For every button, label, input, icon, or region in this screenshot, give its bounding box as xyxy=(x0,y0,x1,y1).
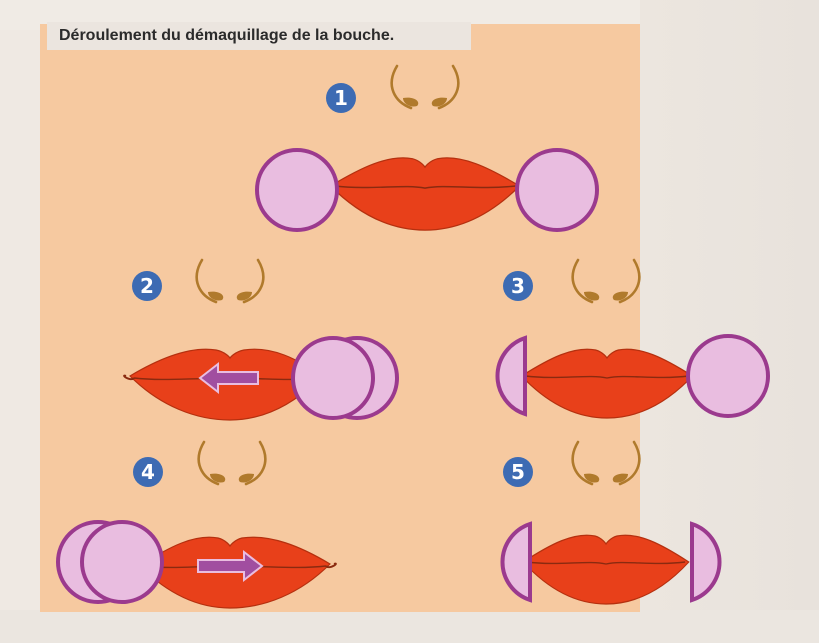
cotton-pad-icon xyxy=(692,524,720,600)
step-number: 1 xyxy=(334,86,348,110)
nose-icon xyxy=(197,260,264,302)
nose-icon xyxy=(199,442,266,484)
lips-icon xyxy=(522,349,693,418)
cotton-pad-icon xyxy=(497,338,525,414)
cotton-pad-icon xyxy=(688,336,768,416)
step-3: 3 xyxy=(497,260,768,418)
lips-icon xyxy=(523,535,689,604)
cotton-pad-icon xyxy=(517,150,597,230)
cotton-pad-icon xyxy=(502,524,530,600)
step-number: 3 xyxy=(511,274,525,298)
step-number: 2 xyxy=(140,274,154,298)
step-4: 4 xyxy=(58,442,336,608)
step-5: 5 xyxy=(502,442,719,604)
nose-icon xyxy=(573,442,640,484)
step-1: 1 xyxy=(257,66,597,230)
cotton-pad-icon xyxy=(257,150,337,230)
nose-icon xyxy=(392,66,459,108)
nose-icon xyxy=(573,260,640,302)
cotton-pad-icon xyxy=(293,338,373,418)
step-number: 4 xyxy=(141,460,155,484)
step-2: 2 xyxy=(124,260,397,420)
lips-icon xyxy=(331,158,520,230)
step-number: 5 xyxy=(511,460,525,484)
cotton-pad-icon xyxy=(82,522,162,602)
